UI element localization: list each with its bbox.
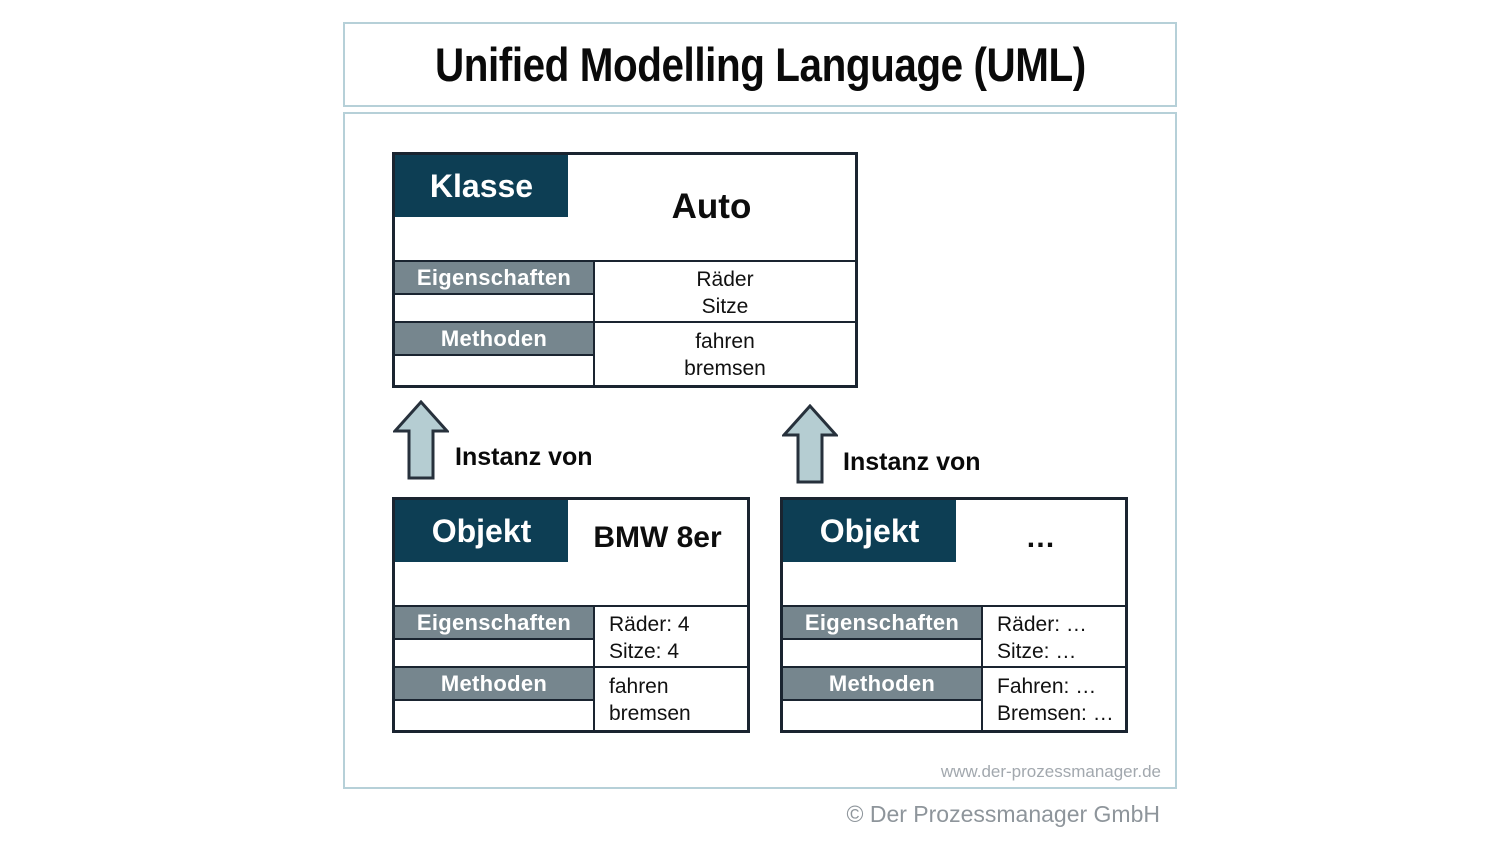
property-line: Räder: … — [997, 612, 1087, 636]
empty-cell — [395, 356, 593, 385]
method-line: Fahren: … — [997, 675, 1097, 698]
property-line: Sitze: … — [997, 639, 1077, 663]
class-type-cell: Klasse — [395, 155, 568, 217]
properties-values: Räder: … Sitze: … — [983, 607, 1125, 666]
page-title: Unified Modelling Language (UML) — [434, 38, 1086, 91]
methods-label: Methoden — [395, 323, 593, 356]
methods-label-column: Methoden — [783, 668, 983, 730]
properties-label: Eigenschaften — [783, 607, 981, 640]
methods-label-column: Methoden — [395, 668, 595, 730]
empty-cell — [783, 701, 981, 730]
instance-arrow-icon — [393, 400, 449, 480]
diagram-panel: Klasse Auto Eigenschaften Räder Sitze Me… — [343, 112, 1177, 789]
object-type-label: Objekt — [431, 512, 532, 549]
object-box-bmw: Objekt BMW 8er Eigenschaften Räder: 4 Si… — [392, 497, 750, 733]
object-type-cell: Objekt — [783, 500, 956, 562]
properties-label-column: Eigenschaften — [395, 607, 595, 666]
object-properties-section: Eigenschaften Räder: … Sitze: … — [783, 607, 1125, 666]
properties-values: Räder Sitze — [595, 262, 855, 321]
class-box: Klasse Auto Eigenschaften Räder Sitze Me… — [392, 152, 858, 388]
object-name: … — [1025, 521, 1056, 554]
object-box-generic: Objekt … Eigenschaften Räder: … Sitze: …… — [780, 497, 1128, 733]
object-type-label: Objekt — [819, 512, 920, 549]
class-properties-section: Eigenschaften Räder Sitze — [395, 262, 855, 321]
object-box-header: Objekt … — [783, 500, 1125, 607]
empty-cell — [395, 640, 593, 666]
class-name: Auto — [671, 187, 752, 226]
methods-label: Methoden — [783, 668, 981, 701]
methods-label: Methoden — [395, 668, 593, 701]
object-methods-section: Methoden fahren bremsen — [395, 666, 747, 730]
properties-label: Eigenschaften — [395, 607, 593, 640]
properties-values: Räder: 4 Sitze: 4 — [595, 607, 747, 666]
class-box-header: Klasse Auto — [395, 155, 855, 262]
method-line: Bremsen: … — [997, 702, 1114, 725]
property-line: Sitze — [701, 294, 749, 318]
website-url: www.der-prozessmanager.de — [940, 762, 1161, 781]
object-box-header: Objekt BMW 8er — [395, 500, 747, 607]
class-methods-section: Methoden fahren bremsen — [395, 321, 855, 385]
properties-label: Eigenschaften — [395, 262, 593, 295]
method-line: bremsen — [684, 357, 766, 380]
title-panel: Unified Modelling Language (UML) — [343, 22, 1177, 107]
methods-values: fahren bremsen — [595, 668, 747, 730]
properties-label-column: Eigenschaften — [395, 262, 595, 321]
object-name: BMW 8er — [593, 521, 722, 554]
method-line: fahren — [609, 675, 669, 698]
copyright-notice: © Der Prozessmanager GmbH — [846, 801, 1161, 827]
method-line: bremsen — [609, 702, 691, 725]
methods-label-column: Methoden — [395, 323, 595, 385]
methods-values: Fahren: … Bremsen: … — [983, 668, 1125, 730]
instance-of-label: Instanz von — [455, 443, 593, 471]
property-line: Räder: 4 — [609, 612, 690, 636]
object-methods-section: Methoden Fahren: … Bremsen: … — [783, 666, 1125, 730]
methods-values: fahren bremsen — [595, 323, 855, 385]
property-line: Sitze: 4 — [609, 639, 680, 663]
empty-cell — [395, 701, 593, 730]
property-line: Räder — [696, 267, 754, 291]
properties-label-column: Eigenschaften — [783, 607, 983, 666]
class-type-label: Klasse — [429, 167, 534, 204]
empty-cell — [783, 640, 981, 666]
method-line: fahren — [695, 330, 755, 353]
instance-arrow-icon — [782, 404, 838, 484]
object-properties-section: Eigenschaften Räder: 4 Sitze: 4 — [395, 607, 747, 666]
empty-cell — [395, 295, 593, 321]
object-type-cell: Objekt — [395, 500, 568, 562]
instance-of-label: Instanz von — [843, 448, 981, 476]
